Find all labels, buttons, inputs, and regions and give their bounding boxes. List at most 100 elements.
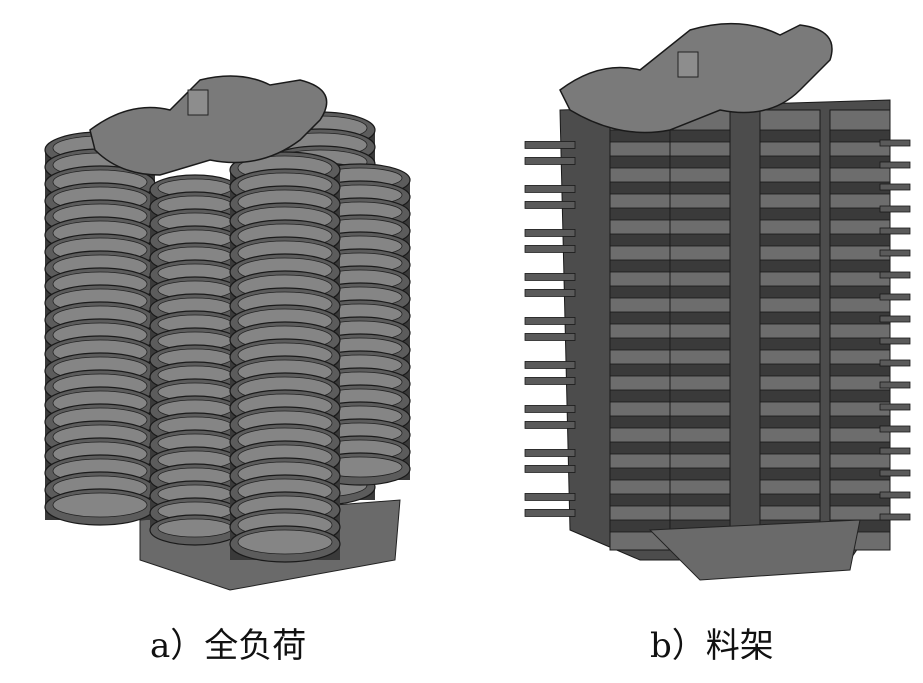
rack-arm [879,315,911,323]
rack-slot [829,363,891,377]
rack-center-post [677,51,699,78]
disc-inner [157,518,233,538]
rack-arm [879,447,911,455]
rack-arm [879,205,911,213]
rack-slot [609,181,671,195]
rack-slot [759,311,821,325]
rack-arm [879,227,911,235]
rack-arm [879,359,911,367]
rack-arm [879,425,911,433]
rack-arm [879,491,911,499]
rack-slot [669,389,731,403]
rack-arm [879,271,911,279]
rack-slot [609,311,671,325]
rack-top-plate [559,22,833,134]
rack-slot [759,363,821,377]
rack-column [609,109,671,551]
rack-slot [609,285,671,299]
rack-slot [759,415,821,429]
rack-slot [669,207,731,221]
rack-slot [829,233,891,247]
rack-arm [524,333,576,341]
disc-inner [237,529,333,555]
rack-slot [759,493,821,507]
rack-slot [669,467,731,481]
caption-full-load: a）全负荷 [150,626,307,666]
rack-slot [609,441,671,455]
rack-slot [669,285,731,299]
rack-slot [829,415,891,429]
rack-arm [524,141,576,149]
rack-slot [759,259,821,273]
rack-slot [669,363,731,377]
rack-slot [759,285,821,299]
center-post [187,89,209,116]
rack-slot [609,363,671,377]
rack-slot [669,181,731,195]
rack-arm [879,469,911,477]
rack-slot [669,311,731,325]
rack-arm [524,245,576,253]
caption-rack: b）料架 [650,626,774,666]
rack-arm [879,249,911,257]
rack-slot [609,337,671,351]
rack-slot [609,415,671,429]
disc-inner [52,492,148,518]
rack-arm [524,449,576,457]
rack-slot [759,207,821,221]
rack-slot [609,155,671,169]
rack-slot [759,129,821,143]
rack-slot [609,207,671,221]
rack-slot [759,467,821,481]
rack-slot [759,337,821,351]
rack-arm [524,405,576,413]
full-load-render [44,75,411,591]
rack-column [829,109,891,551]
rack-slot [829,129,891,143]
rack-arm [524,317,576,325]
rack-slot [669,415,731,429]
rack-slot [759,441,821,455]
rack-arm [524,157,576,165]
rack-arm [524,201,576,209]
rack-arm [524,465,576,473]
top-plate [89,75,328,176]
rack-arm [879,381,911,389]
rack-slot [669,441,731,455]
rack-arm [879,513,911,521]
rack-slot [829,259,891,273]
rack-slot [759,155,821,169]
rack-arm [524,421,576,429]
rack-slot [609,233,671,247]
rack-slot [609,259,671,273]
rack-slot [759,389,821,403]
rack-arm [879,183,911,191]
rack-arm [879,161,911,169]
rack-arm [524,377,576,385]
rack-arm [524,273,576,281]
rack-slot [669,337,731,351]
rack-slot [609,493,671,507]
rack-arm [524,289,576,297]
rack-slot [609,389,671,403]
rack-arm [524,361,576,369]
rack-render [524,22,911,581]
rack-arm [524,185,576,193]
rack-arm [879,293,911,301]
rack-arm [879,403,911,411]
rack-slot [829,207,891,221]
rack-slot [829,285,891,299]
rack-arm [879,337,911,345]
rack-column [669,109,731,551]
rack-slot [669,233,731,247]
rack-arm [524,229,576,237]
rack-slot [829,493,891,507]
rack-slot [669,493,731,507]
rack-slot [669,129,731,143]
rack-arm [879,139,911,147]
rack-slot [669,155,731,169]
rack-slot [829,389,891,403]
rack-arm [524,493,576,501]
rack-slot [759,181,821,195]
